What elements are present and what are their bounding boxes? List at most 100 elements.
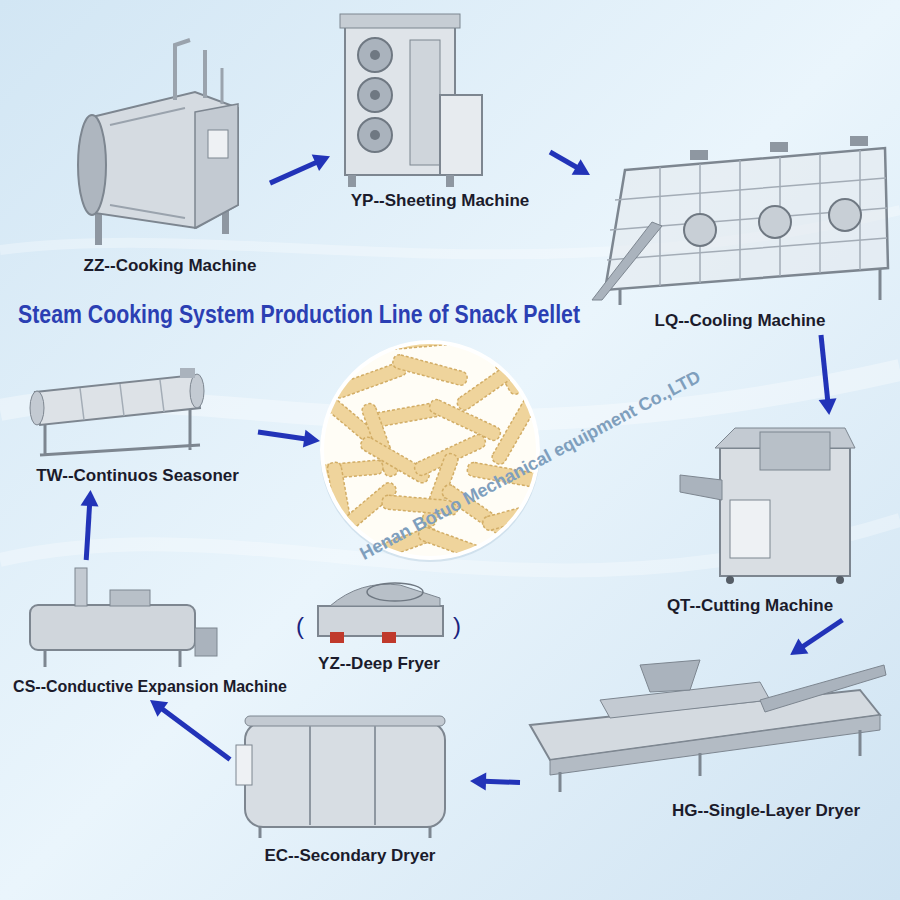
machine-box: TW--Continuos Seasoner xyxy=(20,365,255,490)
product-plate-part-part xyxy=(417,525,493,564)
cooling-machine-art-part xyxy=(605,148,888,290)
machine-box: EC--Secondary Dryer xyxy=(230,705,470,870)
flow-arrow xyxy=(790,620,842,655)
cooking-machine-art-part xyxy=(195,104,238,228)
machine-box: YZ--Deep Fryer xyxy=(308,572,450,678)
product-plate-part-part xyxy=(382,330,459,351)
product-plate-part-part xyxy=(455,357,525,412)
product-plate-part-part xyxy=(307,460,384,481)
arrow-shaft xyxy=(86,504,89,560)
arrow-head xyxy=(790,639,808,655)
dryer-art-part xyxy=(560,730,860,792)
flow-arrow xyxy=(270,155,330,184)
cooling-machine-art-part xyxy=(660,150,860,286)
deep-fryer-art-part xyxy=(382,632,396,643)
cutting-machine-art xyxy=(680,428,855,584)
product-plate-part xyxy=(307,324,559,565)
machine-label: QT--Cutting Machine xyxy=(667,596,833,616)
expansion-machine-art xyxy=(30,568,217,667)
secondary-dryer-art-part xyxy=(260,827,430,838)
machine-label: EC--Secondary Dryer xyxy=(264,846,435,866)
machine-box: CS--Conductive Expansion Machine xyxy=(5,560,295,700)
expansion-machine-art-part xyxy=(110,590,150,606)
machine-box: ZZ--Cooking Machine xyxy=(70,25,270,280)
expansion-machine-art-part xyxy=(75,568,87,606)
sheeting-machine-art-part xyxy=(348,175,356,187)
secondary-dryer-art-part xyxy=(245,722,445,827)
cutting-machine-art-part xyxy=(730,500,770,558)
cutting-machine-art-part xyxy=(760,432,830,470)
cooling-machine-art-part xyxy=(684,214,716,246)
cooling-machine-art-part xyxy=(620,268,880,305)
sheeting-machine-art-part xyxy=(358,38,392,72)
cooling-machine-art xyxy=(592,136,888,305)
arrow-shaft xyxy=(802,620,843,647)
cooling-machine-art-part xyxy=(759,206,791,238)
machine-label: TW--Continuos Seasoner xyxy=(36,466,239,486)
expansion-machine-art-part xyxy=(30,605,195,650)
sheeting-machine-art-part xyxy=(446,175,454,187)
cutting-machine-art-part xyxy=(836,576,844,584)
bracket: ( xyxy=(296,612,304,640)
product-plate-part-part xyxy=(327,461,354,538)
secondary-dryer-art-part xyxy=(236,745,252,785)
cooking-machine-art-part xyxy=(110,108,185,218)
seasoner-art-part xyxy=(180,368,195,378)
sheeting-machine-art-part xyxy=(370,90,380,100)
deep-fryer-art-part xyxy=(318,606,443,636)
flow-arrow xyxy=(550,152,590,175)
flow-arrow xyxy=(819,335,837,415)
sheeting-machine-art-part xyxy=(440,95,482,175)
machine-box: HG--Single-Layer Dryer xyxy=(520,655,890,825)
cooking-machine-art-part xyxy=(208,130,228,158)
expansion-machine-art-part xyxy=(195,628,217,656)
machine-box: YP--Sheeting Machine xyxy=(330,5,550,215)
cooling-machine-art-part xyxy=(829,199,861,231)
flow-arrow xyxy=(470,772,520,790)
cooking-machine-art-part xyxy=(175,40,190,100)
expansion-machine-art-part xyxy=(45,650,180,667)
product-plate-part-part xyxy=(481,498,558,531)
machine-label: LQ--Cooling Machine xyxy=(655,311,826,331)
product-plate xyxy=(307,324,559,565)
diagram-title: Steam Cooking System Production Line of … xyxy=(18,300,580,329)
arrow-head xyxy=(312,155,330,171)
cooking-machine-art-part xyxy=(221,68,224,104)
machine-label: HG--Single-Layer Dryer xyxy=(672,801,860,821)
deep-fryer-art xyxy=(318,583,443,643)
sheeting-machine-art-part xyxy=(370,130,380,140)
arrow-shaft xyxy=(270,162,317,183)
cutting-machine-art-part xyxy=(680,475,722,500)
cooling-machine-art-part xyxy=(690,150,708,160)
product-plate-part-part xyxy=(359,435,432,485)
sheeting-machine-art-part xyxy=(340,14,460,28)
cooking-machine-art-part xyxy=(78,115,106,215)
product-arrow xyxy=(258,430,320,448)
product-arrow-part xyxy=(303,430,320,448)
cooking-machine-art xyxy=(78,40,238,245)
product-plate-part-part xyxy=(428,398,503,443)
bracket-text: ) xyxy=(453,612,461,639)
arrow-head xyxy=(470,772,486,790)
cooling-machine-art-part xyxy=(770,142,788,152)
arrow-shaft xyxy=(161,708,230,759)
secondary-dryer-art-part xyxy=(245,716,445,726)
sheeting-machine-art-part xyxy=(358,78,392,112)
product-plate-part-part xyxy=(391,353,468,386)
sheeting-machine-art-part xyxy=(410,40,440,165)
seasoner-art xyxy=(30,368,204,455)
dryer-art-part xyxy=(550,715,880,775)
seasoner-art-part xyxy=(190,374,204,408)
product-arrow-part xyxy=(258,432,306,439)
flow-arrow xyxy=(150,700,230,759)
machine-box: LQ--Cooling Machine xyxy=(590,135,890,335)
dryer-art-part xyxy=(640,660,700,692)
secondary-dryer-art xyxy=(236,716,445,838)
cooling-machine-art-part xyxy=(592,222,662,300)
arrow-shaft xyxy=(484,781,520,782)
